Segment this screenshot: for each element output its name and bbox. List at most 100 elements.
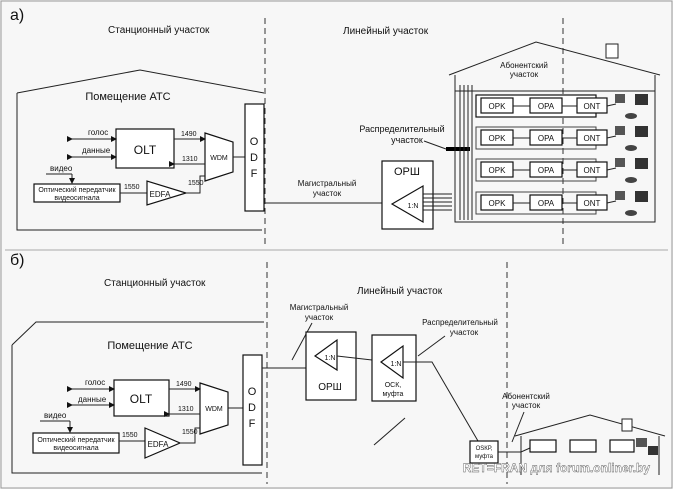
- panel-a-opk-label: OPK: [489, 102, 507, 111]
- panel-a-floor-4: OPK OPA ONT: [475, 191, 648, 216]
- phone-icon: [615, 126, 625, 135]
- panel-a-trunk-line1: Магистральный: [298, 179, 357, 188]
- panel-b-video-label: видео: [44, 411, 67, 420]
- panel-b-1550a-label: 1550: [122, 432, 138, 439]
- panel-a-odf-o: O: [250, 136, 259, 148]
- panel-b-chimney: [621, 418, 633, 432]
- panel-b-wdm-label: WDM: [205, 406, 223, 413]
- panel-a-wdm-label: WDM: [210, 155, 228, 162]
- phone-icon: [615, 94, 625, 103]
- panel-b-distribution-fiber: [403, 361, 479, 442]
- panel-b-wdm-mux: [199, 382, 229, 435]
- monitor-icon: [648, 446, 658, 455]
- panel-a-distribution-line1: Распределительный: [359, 124, 444, 134]
- panel-b-drop-cable: [373, 417, 406, 446]
- panel-a-1550b-label: 1550: [188, 180, 204, 187]
- panel-b-letter: б): [10, 252, 25, 269]
- panel-a-splitter: [390, 184, 424, 224]
- panel-a-floor-2: OPK OPA ONT: [475, 126, 648, 151]
- panel-a-subscriber-line2: участок: [510, 70, 539, 79]
- panel-b-ont-box: [609, 439, 635, 453]
- panel-a-1490-label: 1490: [181, 131, 197, 138]
- panel-a-subscriber-line1: Абонентский: [500, 61, 548, 70]
- panel-a-odf-panel: [244, 103, 265, 212]
- panel-a-ont-label: ONT: [584, 134, 601, 143]
- monitor-icon: [635, 158, 648, 169]
- panel-a-risers: [459, 85, 473, 220]
- panel-b-odf-f: F: [249, 418, 256, 430]
- panel-a-odf-d: D: [250, 152, 258, 164]
- panel-a-ont-label: ONT: [584, 199, 601, 208]
- panel-b-orsh-to-osk: [336, 355, 373, 361]
- panel-b: б) Станционный участок Линейный участок …: [10, 252, 666, 484]
- panel-b-building-label: Помещение АТС: [107, 340, 192, 352]
- panel-a-transmitter-line2: видеосигнала: [54, 195, 99, 202]
- panel-a-edfa-amplifier: [146, 180, 189, 206]
- panel-a-opa-label: OPA: [538, 134, 555, 143]
- panel-a-distribution-pointer: [423, 140, 447, 150]
- panel-b-transmitter-line2: видеосигнала: [53, 445, 98, 452]
- panel-b-transmitter-line1: Оптический передатчик: [37, 436, 115, 444]
- panel-b-splitter1: [313, 338, 338, 372]
- panel-b-splitter1-label: 1:N: [325, 355, 336, 362]
- panel-b-odf-d: D: [248, 402, 256, 414]
- panel-a-1310-label: 1310: [182, 156, 198, 163]
- panel-a-edfa-to-wdm: [186, 175, 205, 194]
- panel-b-oskr-line2: муфта: [475, 454, 494, 460]
- panel-b-edfa-label: EDFA: [148, 440, 170, 449]
- panel-a-olt-label: OLT: [134, 143, 157, 157]
- panel-a-voice-label: голос: [88, 128, 108, 137]
- panel-b-edfa-to-wdm: [180, 427, 200, 444]
- panel-b-1490-label: 1490: [176, 381, 192, 388]
- panel-a-distribution-fibers: [423, 193, 452, 211]
- panel-b-orsh-label: ОРШ: [318, 382, 342, 393]
- panel-b-subscriber-line2: участок: [512, 401, 541, 410]
- tv-icon: [625, 177, 637, 183]
- panel-a-opa-label: OPA: [538, 102, 555, 111]
- panel-a-splitter-label: 1:N: [408, 203, 419, 210]
- panel-a-ont-label: ONT: [584, 102, 601, 111]
- panel-a-wdm-mux: [204, 132, 234, 182]
- panel-a-opa-label: OPA: [538, 166, 555, 175]
- panel-b-olt-label: OLT: [130, 392, 153, 406]
- panel-a-line-section-label: Линейный участок: [343, 26, 429, 37]
- panel-a: а) Станционный участок Линейный участок …: [10, 7, 661, 245]
- panel-b-trunk-pointer: [291, 322, 313, 361]
- panel-b-splitter2-label: 1:N: [391, 361, 402, 368]
- panel-b-video-transmitter: [32, 432, 120, 454]
- panel-a-transmitter-line1: Оптический передатчик: [38, 186, 116, 194]
- panel-b-opk-box: [529, 439, 557, 453]
- panel-a-floor-1: OPK OPA ONT: [475, 94, 648, 119]
- panel-b-1550b-label: 1550: [182, 429, 198, 436]
- panel-b-1310-label: 1310: [178, 406, 194, 413]
- panel-b-osk-line2: муфта: [383, 391, 404, 398]
- panel-a-building-label: Помещение АТС: [85, 91, 170, 103]
- panel-b-oskr-line1: ОSКР,: [476, 446, 493, 452]
- panel-a-opk-label: OPK: [489, 166, 507, 175]
- panel-b-ats-building: [11, 321, 264, 474]
- panel-b-subscriber-house: [514, 414, 666, 475]
- monitor-icon: [635, 191, 648, 202]
- panel-b-edfa-amplifier: [144, 427, 182, 459]
- panel-b-line-section-label: Линейный участок: [357, 286, 443, 297]
- tv-icon: [625, 210, 637, 216]
- panel-b-data-label: данные: [78, 395, 107, 404]
- panel-b-trunk-line2: участок: [305, 313, 334, 322]
- panel-a-distribution-line2: участок: [391, 135, 423, 145]
- tv-icon: [625, 113, 637, 119]
- monitor-icon: [635, 126, 648, 137]
- panel-b-voice-label: голос: [85, 378, 105, 387]
- panel-a-ats-building: [16, 69, 265, 231]
- panel-a-orsh-label: ОРШ: [394, 166, 420, 178]
- panel-b-odf-panel: [242, 354, 263, 466]
- panel-b-odf-o: O: [248, 386, 257, 398]
- panel-a-floor-3: OPK OPA ONT: [475, 158, 648, 183]
- panel-b-osk-line1: ОСК,: [385, 382, 402, 389]
- panel-a-opk-label: OPK: [489, 134, 507, 143]
- panel-a-letter: а): [10, 7, 24, 24]
- panel-a-video-label: видео: [50, 164, 73, 173]
- tv-icon: [625, 145, 637, 151]
- panel-a-ont-label: ONT: [584, 166, 601, 175]
